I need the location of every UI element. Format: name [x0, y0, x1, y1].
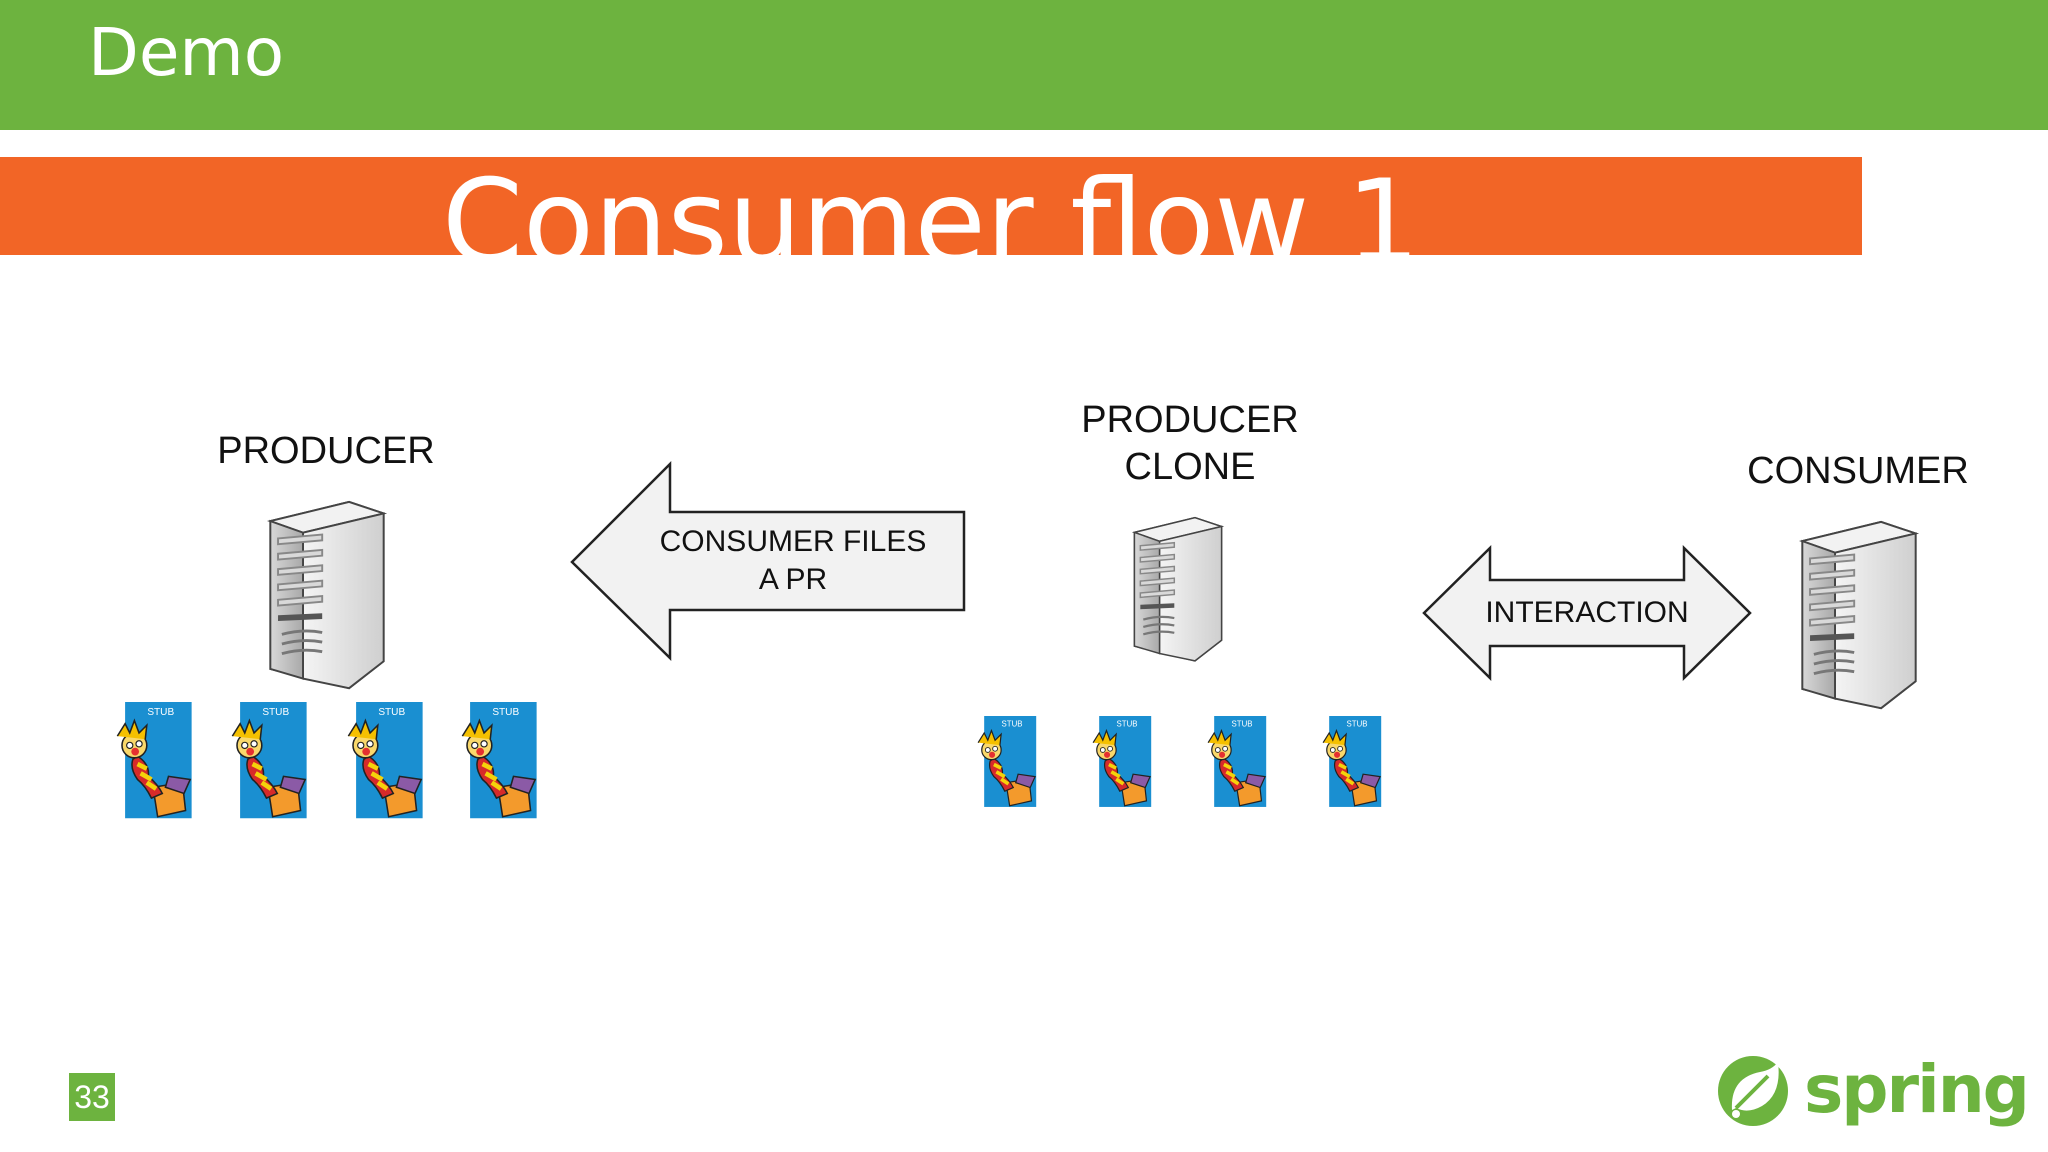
spring-leaf-icon	[1718, 1056, 1788, 1126]
stub-icon	[329, 702, 439, 826]
header-bar: Demo	[0, 0, 2048, 130]
producer-clone-label: PRODUCER CLONE	[1081, 399, 1299, 488]
pr-arrow-label: CONSUMER FILES A PR	[659, 525, 927, 596]
page-number: 33	[69, 1073, 115, 1121]
spring-logo: spring	[1716, 1051, 2030, 1134]
interaction-arrow	[1422, 545, 1752, 681]
producer-label: PRODUCER	[217, 430, 435, 472]
header-title: Demo	[88, 14, 285, 91]
interaction-arrow-label: INTERACTION	[1485, 596, 1689, 629]
stub-icon	[98, 702, 208, 826]
stub-icon	[443, 702, 553, 826]
producer-server-icon	[262, 500, 392, 692]
stub-icon	[1307, 716, 1395, 813]
pr-arrow	[570, 460, 966, 661]
consumer-label: CONSUMER	[1747, 450, 1969, 492]
slide-title: Consumer flow 1	[442, 157, 1420, 256]
spring-wordmark: spring	[1804, 1051, 2030, 1128]
stub-icon	[213, 702, 323, 826]
producer-clone-server-icon	[1130, 516, 1226, 664]
title-banner: Consumer flow 1	[0, 157, 1862, 255]
stub-icon	[1077, 716, 1165, 813]
stub-icon	[1192, 716, 1280, 813]
consumer-server-icon	[1794, 520, 1924, 712]
stub-icon	[962, 716, 1050, 813]
